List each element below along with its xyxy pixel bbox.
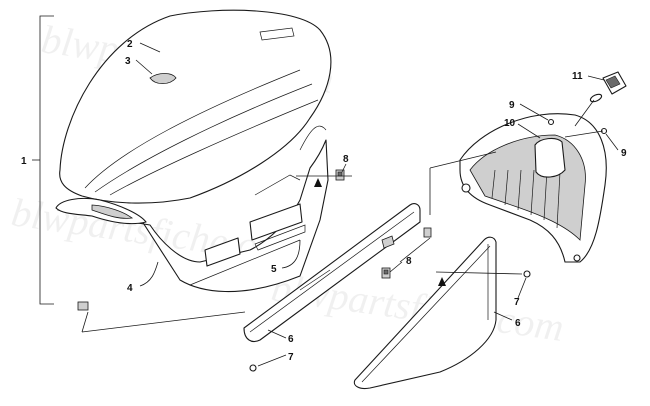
- leader-9b-2: [564, 130, 604, 138]
- bulb-socket: [589, 71, 627, 103]
- seat-vent-right: [249, 203, 303, 241]
- callout-6-right: 6: [515, 318, 521, 329]
- clip-seat-front-part: [77, 301, 89, 311]
- seat-tab-part: [149, 73, 177, 85]
- left-trim-panel: [243, 203, 421, 343]
- leader-6a: [267, 329, 287, 339]
- screws: [249, 118, 608, 372]
- seat-part: [55, 9, 332, 293]
- leader-4: [139, 261, 159, 287]
- right-trim-edge: [361, 245, 491, 383]
- leader-7b-line: [435, 271, 523, 275]
- seat-cushion: [59, 9, 332, 204]
- callout-9-top: 9: [509, 100, 515, 111]
- rear-housing: [459, 113, 607, 263]
- left-trim-detail: [299, 269, 331, 291]
- callout-2: 2: [127, 39, 133, 50]
- rib-3: [517, 169, 522, 211]
- seat-seam-line-2: [94, 83, 313, 193]
- rib-5: [543, 169, 548, 221]
- seat-vent-left: [204, 237, 241, 267]
- screw-9-top: [547, 118, 555, 126]
- leader-housing-link: [429, 151, 497, 169]
- clip-trim: [423, 227, 432, 238]
- callout-11: 11: [572, 71, 583, 82]
- leader-clip-link: [81, 311, 89, 333]
- seat-base-edge: [189, 239, 301, 286]
- leader-2: [139, 42, 161, 53]
- leader-8b-2: [399, 237, 431, 263]
- arrow-marker-upper: [314, 178, 322, 187]
- leader-trim-link: [81, 311, 246, 333]
- leader-3: [135, 59, 153, 75]
- callout-5: 5: [271, 264, 277, 275]
- leader-7a: [257, 354, 287, 367]
- leader-7b: [517, 277, 527, 299]
- seat-side-edge: [299, 125, 327, 151]
- leader-8a: [341, 163, 347, 173]
- right-side-trim: [353, 236, 497, 390]
- clip-8-trim: [423, 227, 432, 238]
- callouts: 1 2 3 4 5 6 6 7 7 8 8 9 9 10 11: [21, 39, 627, 363]
- seat-seam-line: [84, 69, 301, 189]
- callout-9-right: 9: [621, 148, 627, 159]
- left-trim-edge: [249, 211, 415, 333]
- leader-lines: [32, 15, 619, 367]
- left-side-trim: [243, 203, 421, 343]
- screw-7-right: [523, 270, 531, 278]
- leader-6b: [493, 311, 513, 321]
- screw-7-left: [249, 364, 257, 372]
- left-trim-clip: [381, 235, 395, 249]
- callout-10: 10: [504, 118, 516, 129]
- leader-5: [281, 239, 301, 269]
- rear-mount-hole: [461, 183, 471, 193]
- leader-9a: [519, 103, 549, 121]
- bulb-gasket: [589, 93, 603, 103]
- taillight-lens: [534, 137, 566, 178]
- callout-1: 1: [21, 156, 27, 167]
- callout-8-upper: 8: [343, 154, 349, 165]
- leader-11: [587, 75, 605, 81]
- leader-11-2: [574, 99, 595, 127]
- rear-mount-hole-2: [573, 254, 581, 262]
- callout-7-right: 7: [514, 297, 520, 308]
- arrow-marker-lower: [438, 277, 446, 286]
- clip-lower: [381, 267, 391, 279]
- callout-3: 3: [125, 56, 131, 67]
- right-trim-panel: [353, 236, 497, 390]
- socket-inner: [605, 75, 621, 89]
- leader-8b: [389, 261, 403, 273]
- clip-8-lower-hole: [383, 269, 389, 275]
- callout-6-left: 6: [288, 334, 294, 345]
- clip-8-upper-hole: [337, 171, 343, 177]
- leader-9b: [605, 133, 619, 151]
- rib-1: [491, 169, 496, 199]
- seat-side-edge-2: [254, 174, 301, 196]
- callout-4: 4: [127, 283, 133, 294]
- seat-strip-part: [254, 224, 306, 251]
- seat-logo-plate: [259, 27, 295, 41]
- seat-lip-shading: [91, 204, 134, 219]
- clip-upper: [335, 169, 345, 181]
- callout-7-left: 7: [288, 352, 294, 363]
- rib-6: [556, 171, 561, 229]
- leader-10: [517, 123, 541, 139]
- rib-2: [504, 169, 509, 206]
- seat-seam-line-3: [109, 99, 319, 196]
- callout-8-lower: 8: [406, 256, 412, 267]
- rib-4: [530, 169, 535, 216]
- clip-seat-front: [77, 301, 89, 311]
